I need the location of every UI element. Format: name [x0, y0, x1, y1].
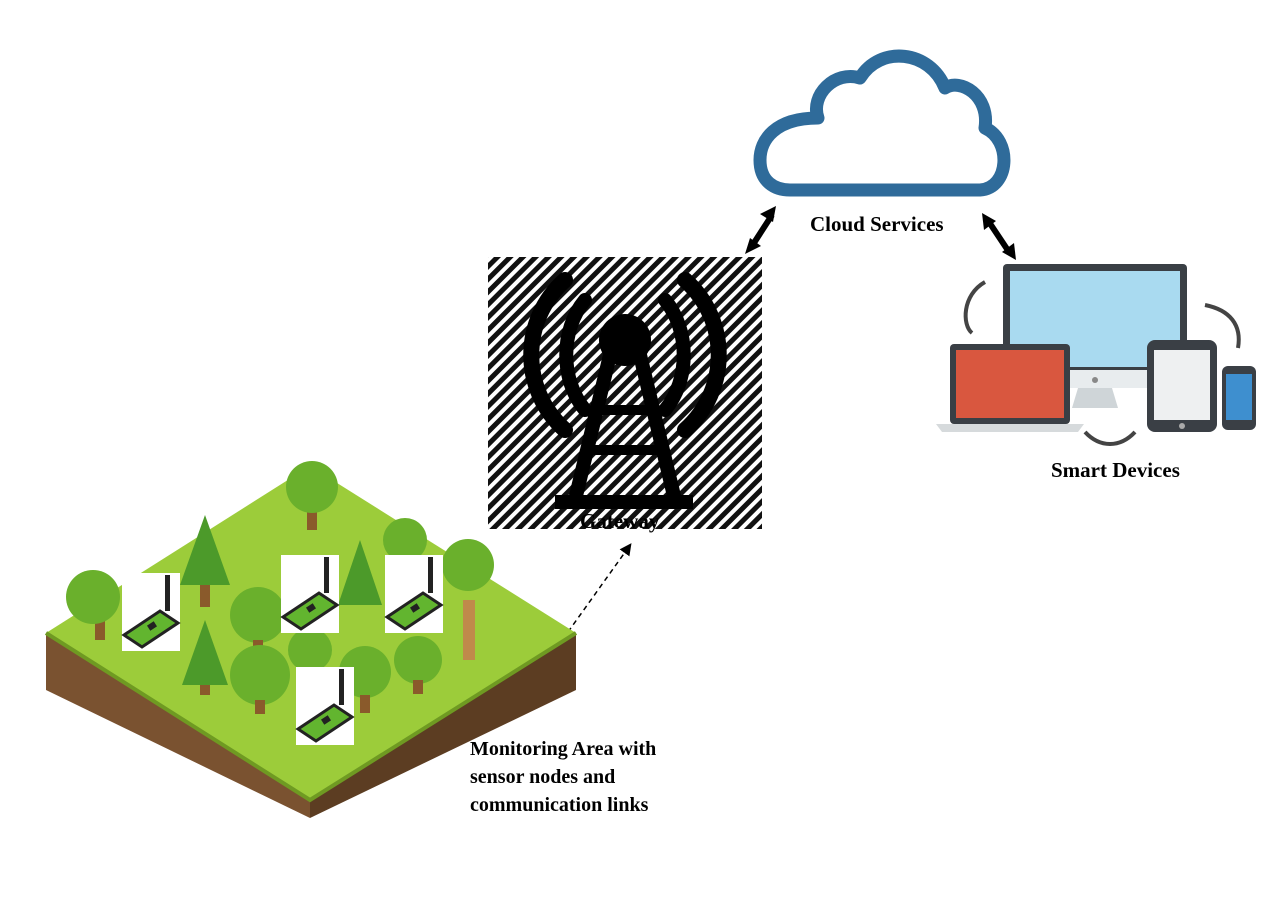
sensor-node-icon — [280, 555, 340, 633]
cloud-services-label: Cloud Services — [810, 212, 944, 236]
tree-icon — [230, 645, 290, 714]
sensor-node-icon — [295, 667, 355, 745]
tablet-icon — [1147, 340, 1217, 432]
tree-icon — [66, 570, 120, 640]
smart-devices-group — [936, 264, 1256, 446]
monitoring-area-label-line: Monitoring Area with — [470, 738, 657, 760]
phone-icon — [1222, 366, 1256, 430]
laptop-icon — [936, 344, 1084, 432]
monitoring-area — [44, 461, 578, 818]
cloud-devices-arrow — [982, 213, 1016, 260]
monitoring-area-label-line: sensor nodes and — [470, 766, 616, 788]
sensor-node-icon — [384, 555, 444, 633]
tree-icon — [442, 539, 494, 660]
smart-devices-label: Smart Devices — [1051, 458, 1180, 482]
cloud-icon — [753, 49, 1011, 197]
tree-icon — [288, 628, 332, 672]
gateway-tower-icon — [488, 257, 762, 529]
tree-icon — [383, 518, 427, 562]
sensor-gateway-link — [567, 543, 632, 633]
monitoring-area-label-line: communication links — [470, 794, 649, 816]
sensor-node-icon — [121, 573, 181, 651]
tree-icon — [338, 540, 382, 605]
tree-icon — [394, 636, 442, 694]
tree-icon — [180, 515, 230, 607]
gateway-label: Gateway — [580, 509, 660, 533]
tree-icon — [182, 620, 228, 695]
monitoring-area-label: Monitoring Area with sensor nodes and co… — [470, 735, 710, 819]
gateway-cloud-arrow — [745, 206, 776, 254]
tree-icon — [286, 461, 338, 530]
